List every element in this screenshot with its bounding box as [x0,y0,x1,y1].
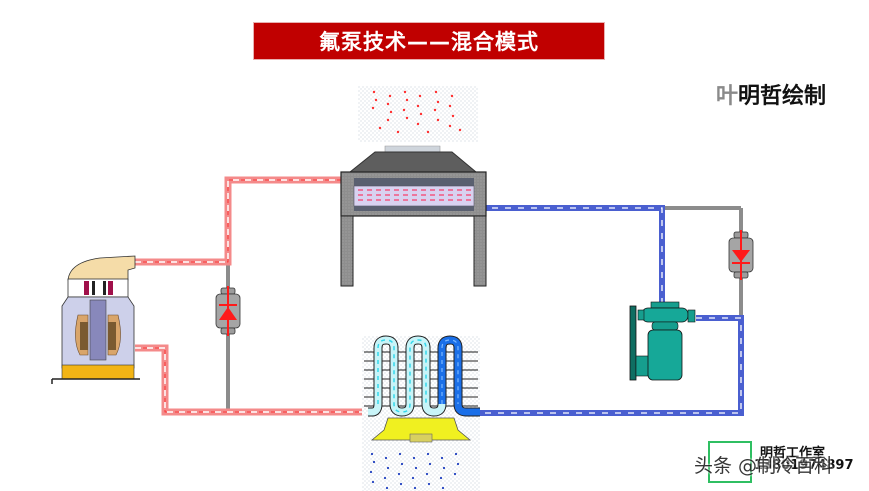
fluorine-pump [629,301,696,381]
condenser [340,86,487,287]
compressor [51,255,140,384]
hot-air-particles [371,90,462,134]
watermark-overlay-text: 头条 @制冷百科 [694,455,834,477]
author-credit: 叶明哲绘制 [716,78,826,110]
liquid-return-pipe [135,344,368,416]
watermark: 明哲工作室 13801974897 头条 @制冷百科 [694,441,858,485]
hot-gas-pipe [135,176,352,266]
title-banner: 氟泵技术——混合模式 [253,22,605,60]
watermark-phone: 13801974897 [754,458,854,473]
evaporator [362,335,480,491]
hot-air-area [358,86,478,142]
author-rest: 明哲绘制 [738,84,827,109]
author-first-char: 叶 [716,84,739,109]
cold-liquid-pipe [440,205,744,416]
check-valve-right [728,230,754,280]
watermark-studio: 明哲工作室 [760,446,826,461]
watermark-logo [708,441,752,483]
check-valve-left [215,286,241,336]
diagram-title: 氟泵技术——混合模式 [319,30,539,54]
cold-air-particles [369,452,460,490]
